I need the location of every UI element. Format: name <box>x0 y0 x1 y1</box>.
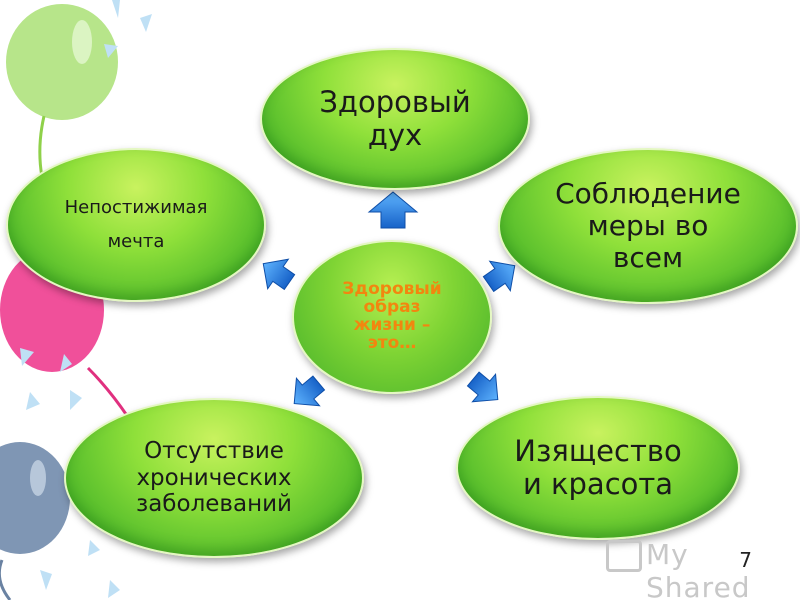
node-moderation: Соблюдение меры во всем <box>498 148 798 304</box>
node-grace-beauty: Изящество и красота <box>456 396 740 540</box>
center-line-1: Здоровый <box>342 279 442 300</box>
node-no-chronic-diseases-line-3: заболеваний <box>135 491 292 518</box>
blue-balloon-icon <box>0 442 70 554</box>
watermark-icon <box>606 540 642 572</box>
node-unattainable-dream-line-1: Непостижимая <box>64 196 208 218</box>
arrow-lower-right-icon <box>466 371 499 403</box>
page-number: 7 <box>739 548 752 572</box>
arrow-lower-left-icon <box>293 375 326 407</box>
node-unattainable-dream: Непостижимая мечта <box>6 148 266 302</box>
node-moderation-line-2: меры во <box>587 208 709 242</box>
node-no-chronic-diseases: Отсутствие хронических заболеваний <box>64 398 364 558</box>
center-line-2: образ <box>363 297 421 318</box>
center-line-4: это… <box>367 332 417 353</box>
node-grace-beauty-line-1: Изящество <box>514 433 682 468</box>
arrow-upper-left-icon <box>262 258 296 291</box>
node-moderation-line-3: всем <box>612 241 684 275</box>
node-moderation-line-1: Соблюдение <box>555 176 741 210</box>
watermark-text: My Shared <box>646 538 751 604</box>
center-line-3: жизни – <box>353 315 431 335</box>
node-healthy-spirit: Здоровый дух <box>260 48 530 190</box>
node-grace-beauty-line-2: и красота <box>522 467 674 501</box>
node-no-chronic-diseases-line-1: Отсутствие <box>144 438 284 465</box>
node-healthy-spirit-line-2: дух <box>367 118 423 152</box>
arrow-up-icon <box>367 191 419 229</box>
arrow-upper-right-icon <box>482 260 516 293</box>
node-unattainable-dream-line-2: мечта <box>107 231 165 252</box>
node-healthy-spirit-line-1: Здоровый <box>319 84 471 119</box>
center-node: Здоровый образ жизни – это… <box>292 240 492 394</box>
node-no-chronic-diseases-line-2: хронических <box>136 464 292 491</box>
